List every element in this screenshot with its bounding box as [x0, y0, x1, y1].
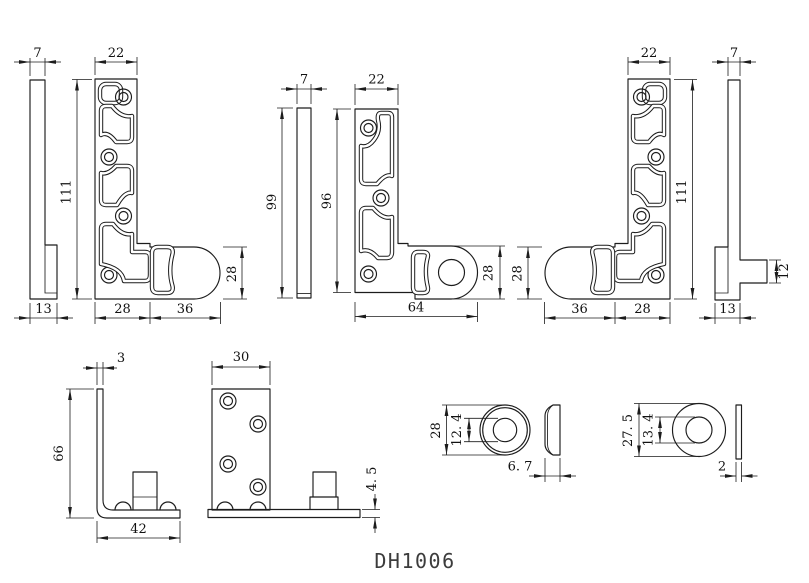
middle-hinge-side-view: 7 99 [265, 73, 327, 299]
dim-label: 6. 7 [508, 460, 533, 475]
dim-label: 7 [33, 46, 41, 61]
middle-hinge-front-view: 22 96 64 28 [320, 73, 505, 322]
dim-label: 36 [571, 302, 588, 317]
dim-label: 27. 5 [621, 414, 636, 447]
screw-hole [249, 478, 267, 496]
washer-outer-circle [671, 402, 727, 458]
screw-hole [219, 455, 237, 473]
dim-label: 30 [233, 350, 250, 365]
dim-label: 66 [52, 445, 67, 462]
hinge-plate-shape [94, 78, 221, 300]
dim-label: 99 [265, 194, 280, 211]
pivot-pocket [150, 245, 174, 295]
base-bar [207, 508, 361, 519]
right-hinge-side-view: 7 12 13 [699, 46, 792, 324]
dim-label: 2 [718, 460, 726, 475]
dim-label: 3 [117, 351, 125, 366]
screw-hole [114, 88, 133, 106]
dim-label: 13 [719, 302, 736, 317]
screw-hole [249, 415, 267, 433]
dome-bumps [216, 501, 267, 511]
screw-hole [372, 189, 390, 207]
dim-label: 7 [730, 46, 738, 61]
dim-label: 22 [641, 46, 658, 61]
washer-inner-hole [685, 416, 713, 444]
dim-label: 4. 5 [365, 467, 380, 492]
screw-hole [114, 207, 133, 225]
side-profile-outline [714, 79, 768, 301]
side-profile-outline [29, 79, 58, 300]
floor-bracket-side-view: 3 66 42 [52, 351, 181, 543]
mirrored-hinge-plate [545, 79, 670, 299]
plate-outline [94, 78, 221, 300]
screw-hole [359, 119, 378, 137]
thin-washer-front-side-view: 27. 5 13. 4 2 [621, 402, 758, 482]
recess-cutout [99, 164, 134, 207]
washer-front-side-view: 28 12. 4 6. 7 [429, 404, 576, 482]
dim-label: 28 [634, 302, 651, 317]
pivot-pocket [411, 250, 430, 295]
pivot-block [132, 471, 158, 511]
screw-hole [100, 148, 118, 166]
washer-outer-circle [479, 404, 531, 456]
dim-label: 64 [408, 301, 425, 316]
dim-label: 7 [300, 73, 308, 88]
pivot-pin [309, 471, 339, 511]
left-hinge-side-view: 7 13 [14, 46, 73, 324]
dim-label: 22 [108, 46, 125, 61]
recess-cutout [359, 111, 394, 186]
recess-cutout [99, 104, 134, 144]
side-profile-step-line [44, 245, 57, 294]
bracket-outline [96, 388, 181, 519]
part-number-label: DH1006 [374, 549, 455, 573]
side-profile-outline [296, 107, 312, 299]
dim-label: 42 [130, 522, 147, 537]
dim-label: 36 [177, 302, 194, 317]
dim-label: 96 [320, 193, 335, 210]
dim-label: 22 [368, 73, 385, 88]
recess-cutout [99, 222, 152, 283]
washer-side-profile [735, 404, 743, 460]
pivot-hole [437, 258, 466, 287]
dim-label: 28 [429, 422, 444, 439]
dim-label: 28 [225, 266, 240, 283]
dim-label: 28 [114, 302, 131, 317]
dim-label: 111 [60, 180, 75, 205]
left-hinge-front-view: 22 111 28 36 28 [60, 46, 247, 324]
plate-outline [211, 388, 271, 511]
dim-label: 111 [675, 180, 690, 205]
dim-label: 28 [482, 265, 497, 282]
dim-label: 13. 4 [642, 413, 657, 446]
dim-label: 13 [35, 302, 52, 317]
washer-inner-hole [492, 417, 518, 443]
floor-plate-front-view: 30 4. 5 [207, 350, 380, 533]
dome-bumps [114, 501, 177, 511]
right-hinge-front-view: 22 111 36 28 28 [511, 46, 697, 324]
dim-label: 28 [511, 265, 526, 282]
screw-hole [359, 265, 378, 283]
dim-label: 12. 4 [450, 413, 465, 446]
dim-label: 12 [777, 263, 792, 280]
plate-outline [354, 108, 479, 300]
recess-cutout [359, 206, 394, 260]
screw-hole [219, 392, 237, 410]
